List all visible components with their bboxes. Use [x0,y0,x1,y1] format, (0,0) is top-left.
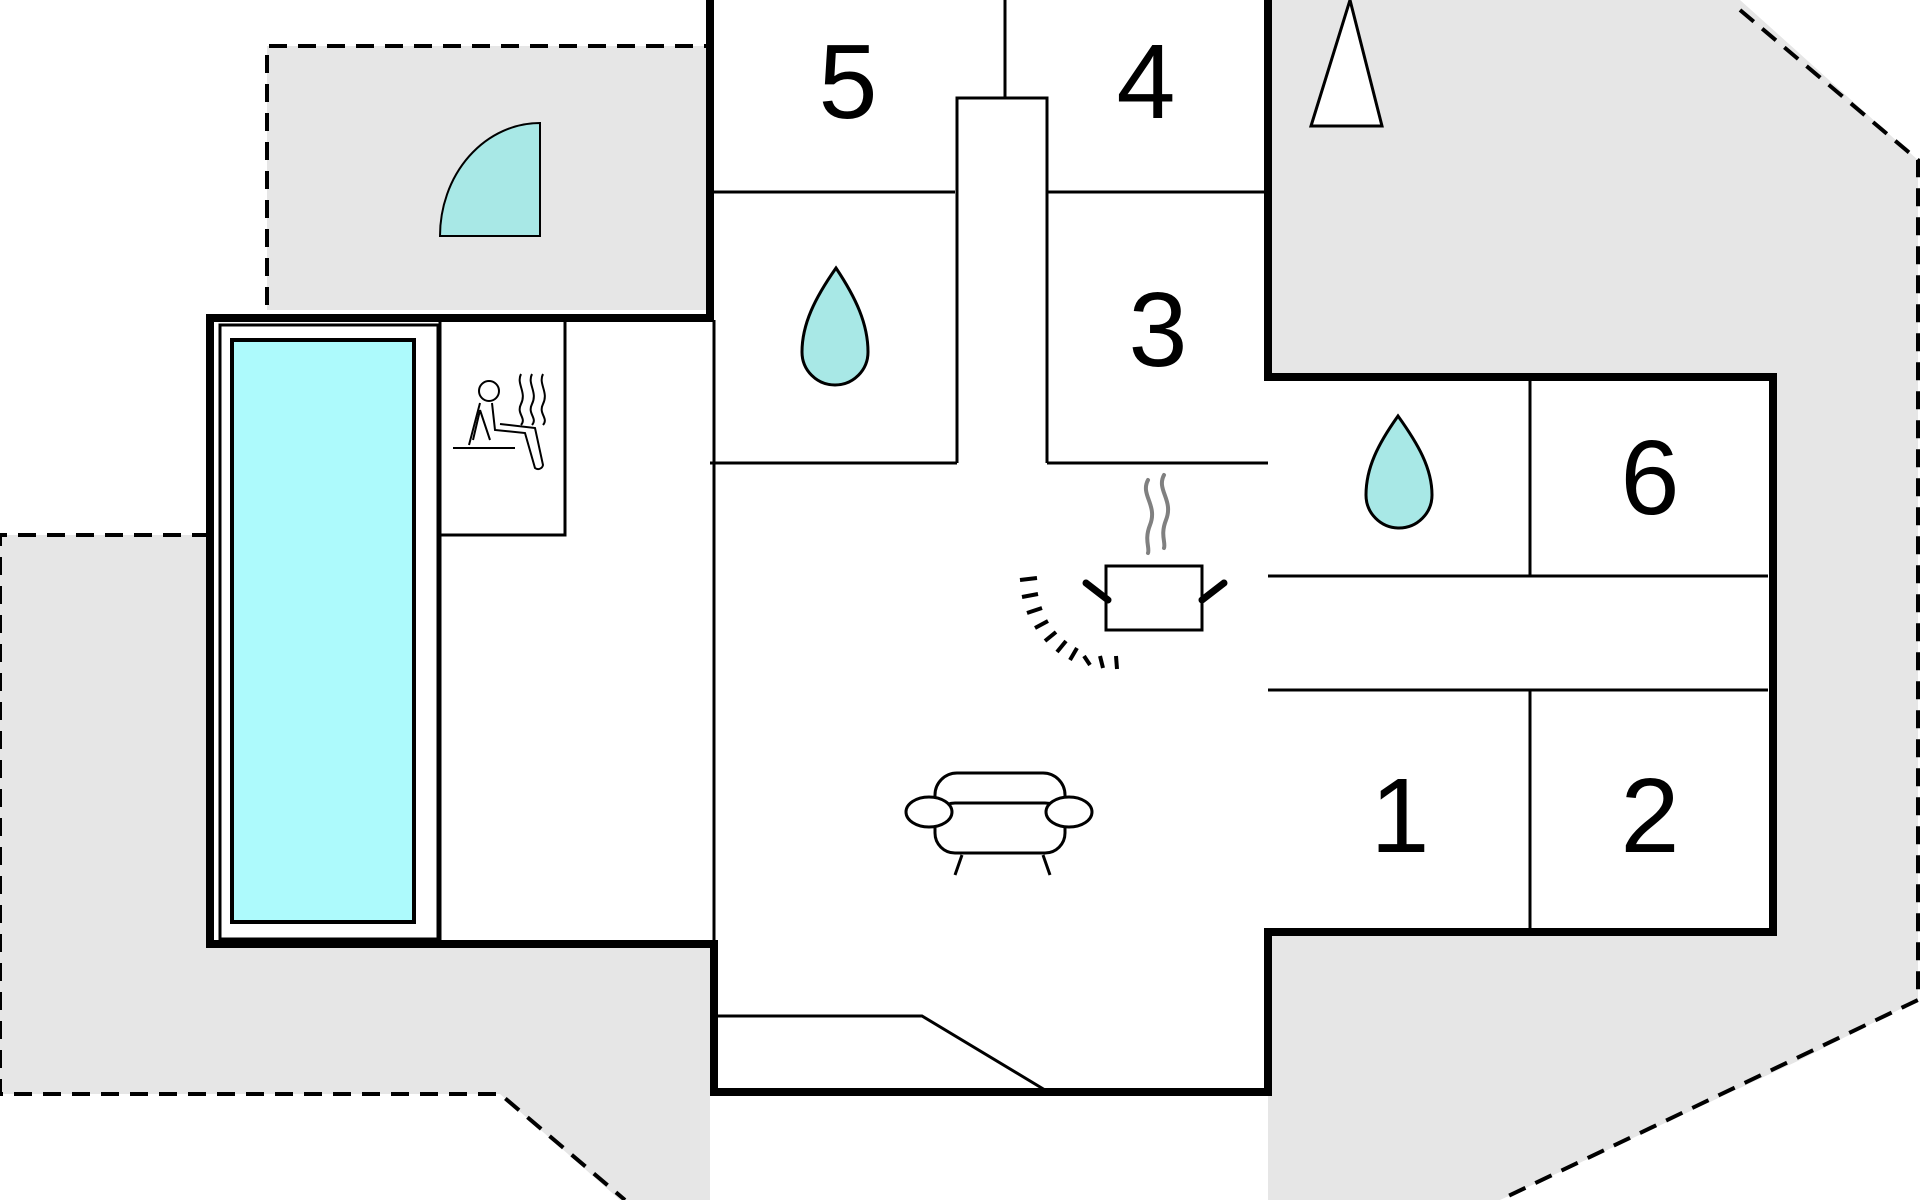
interior-walls [438,0,1768,1092]
building-fill [210,0,1773,1092]
stove-arc [1019,576,1119,670]
water-drop-icon [1364,413,1434,530]
terrace-right-outline [1499,8,1920,1200]
pool-area [218,323,440,941]
room-number-2: 2 [1621,757,1680,875]
terrace-top-left-outline [265,44,710,305]
terrace-left [0,535,710,1200]
sauna-icon [453,373,546,471]
pot-handle-left [1082,579,1112,604]
room-number-1: 1 [1371,757,1430,875]
door-swing-icon [438,121,541,237]
north-arrow-icon [1308,0,1384,128]
room-number-5: 5 [819,23,878,141]
pot-body [1104,564,1204,632]
terrace-right [1268,0,1918,1200]
cooking-pot-icon [1019,473,1228,670]
sofa-icon [904,771,1094,876]
room-number-6: 6 [1621,419,1680,537]
water-drop-icon [800,265,870,387]
swimming-pool [230,338,416,924]
exterior-walls [206,0,1777,1096]
room-numbers: 5 4 3 6 1 2 [819,23,1680,875]
steam-icon [1144,478,1154,555]
steam-icon [1160,473,1170,550]
room-number-4: 4 [1117,23,1176,141]
pot-handle-right [1198,579,1228,604]
room-number-3: 3 [1129,271,1188,389]
